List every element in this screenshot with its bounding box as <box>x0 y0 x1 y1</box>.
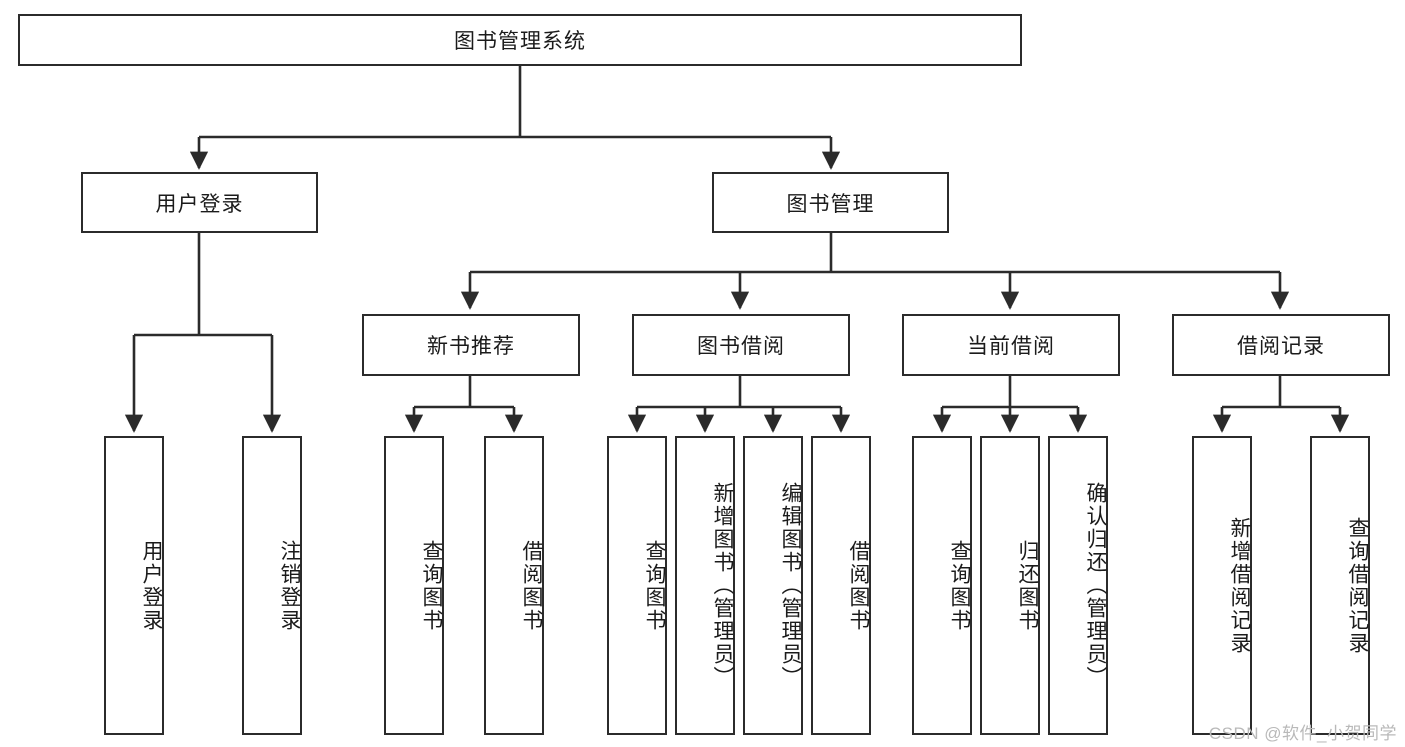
node-leaf-borrow-book-2[interactable]: 借阅图书 <box>811 436 871 735</box>
node-leaf-query-book-2-label: 查询图书 <box>643 539 666 632</box>
watermark: CSDN @软件_小贺同学 <box>1208 724 1397 743</box>
node-book-borrow[interactable]: 图书借阅 <box>632 314 850 376</box>
node-leaf-user-login[interactable]: 用户登录 <box>104 436 164 735</box>
node-root-label: 图书管理系统 <box>454 30 586 53</box>
node-leaf-query-book-1[interactable]: 查询图书 <box>384 436 444 735</box>
node-book-manage[interactable]: 图书管理 <box>712 172 949 233</box>
node-leaf-query-record-label: 查询借阅记录 <box>1346 516 1369 655</box>
node-leaf-query-book-1-label: 查询图书 <box>420 539 443 632</box>
node-leaf-query-book-3-label: 查询图书 <box>948 539 971 632</box>
node-leaf-return-book[interactable]: 归还图书 <box>980 436 1040 735</box>
node-new-book-rec[interactable]: 新书推荐 <box>362 314 580 376</box>
node-leaf-query-record[interactable]: 查询借阅记录 <box>1310 436 1370 735</box>
node-borrow-record-label: 借阅记录 <box>1237 335 1325 358</box>
node-new-book-rec-label: 新书推荐 <box>427 335 515 358</box>
node-leaf-logout[interactable]: 注销登录 <box>242 436 302 735</box>
node-leaf-query-book-3[interactable]: 查询图书 <box>912 436 972 735</box>
node-current-borrow[interactable]: 当前借阅 <box>902 314 1120 376</box>
node-user-login-label: 用户登录 <box>155 192 244 216</box>
node-leaf-logout-label: 注销登录 <box>278 539 301 632</box>
node-leaf-query-book-2[interactable]: 查询图书 <box>607 436 667 735</box>
node-user-login[interactable]: 用户登录 <box>81 172 318 233</box>
node-leaf-borrow-book-1[interactable]: 借阅图书 <box>484 436 544 735</box>
node-leaf-confirm-return-label: 确认归还（管理员） <box>1084 482 1107 689</box>
node-current-borrow-label: 当前借阅 <box>967 335 1055 358</box>
node-root[interactable]: 图书管理系统 <box>18 14 1022 66</box>
node-book-borrow-label: 图书借阅 <box>697 335 785 358</box>
node-leaf-return-book-label: 归还图书 <box>1016 539 1039 632</box>
node-leaf-borrow-book-1-label: 借阅图书 <box>520 539 543 632</box>
node-book-manage-label: 图书管理 <box>786 192 875 216</box>
node-leaf-borrow-book-2-label: 借阅图书 <box>847 539 870 632</box>
node-leaf-user-login-label: 用户登录 <box>140 539 163 632</box>
node-leaf-add-record[interactable]: 新增借阅记录 <box>1192 436 1252 735</box>
node-leaf-add-record-label: 新增借阅记录 <box>1228 516 1251 655</box>
node-leaf-edit-book-label: 编辑图书（管理员） <box>779 482 802 689</box>
node-leaf-add-book[interactable]: 新增图书（管理员） <box>675 436 735 735</box>
node-borrow-record[interactable]: 借阅记录 <box>1172 314 1390 376</box>
node-leaf-confirm-return[interactable]: 确认归还（管理员） <box>1048 436 1108 735</box>
node-leaf-add-book-label: 新增图书（管理员） <box>711 482 734 689</box>
node-leaf-edit-book[interactable]: 编辑图书（管理员） <box>743 436 803 735</box>
